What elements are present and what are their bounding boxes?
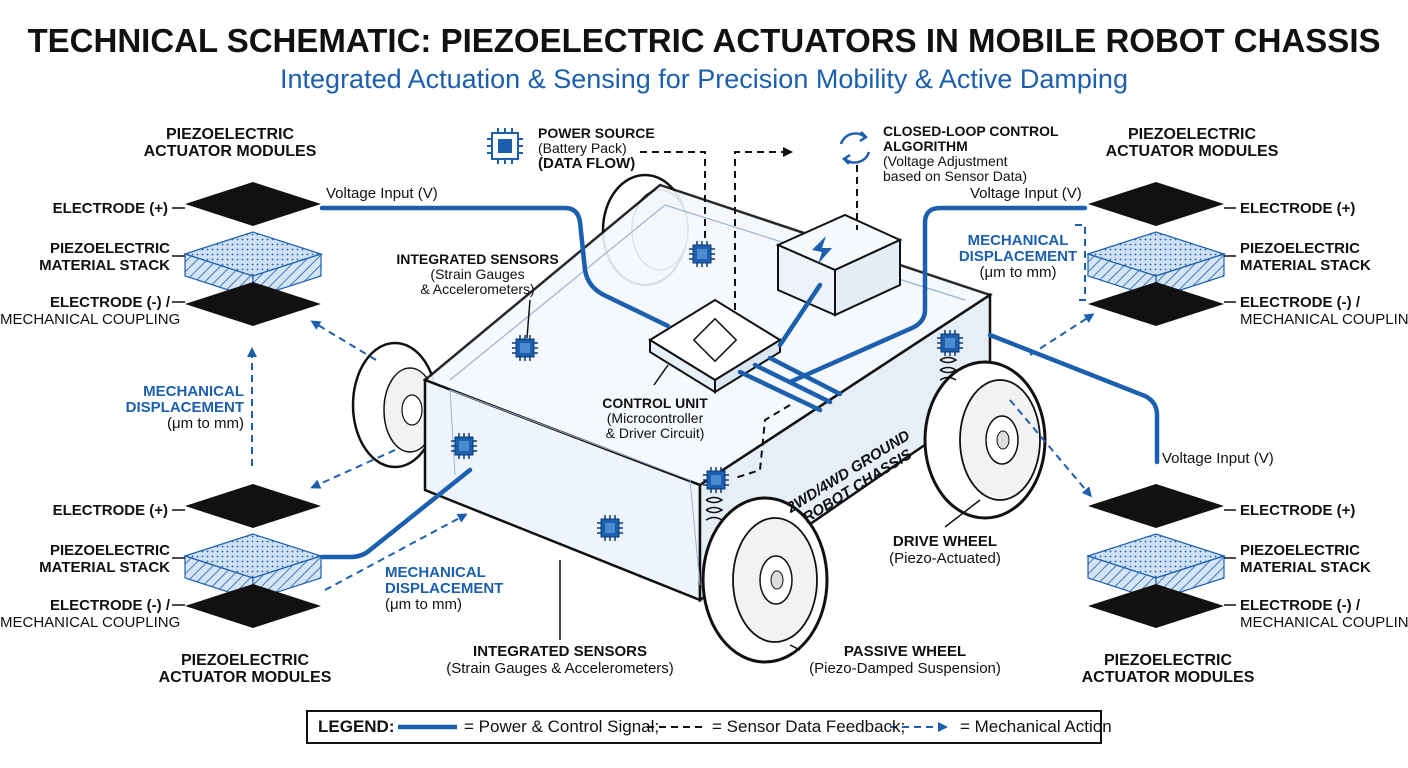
electrode-neg-label: ELECTRODE (-) /MECHANICAL COUPLING [1240, 597, 1408, 631]
legend-mechanical: = Mechanical Action [960, 717, 1112, 736]
robot-chassis [351, 173, 1047, 664]
stack-top-left [184, 181, 322, 327]
drive-wheel-graphic [923, 360, 1047, 520]
integrated-sensors-bottom-label: INTEGRATED SENSORS (Strain Gauges & Acce… [446, 643, 674, 677]
power-control-lines [319, 205, 1160, 560]
control-algorithm-label: CLOSED-LOOP CONTROL ALGORITHM (Voltage A… [883, 123, 1059, 184]
battery-pack [775, 213, 903, 317]
cpu-icon [487, 128, 523, 164]
sensor-feedback-lines [640, 147, 858, 479]
electrode-neg-label: ELECTRODE (-) /MECHANICAL COUPLING [0, 294, 181, 328]
voltage-input-label: Voltage Input (V) [326, 185, 438, 202]
electrode-neg-label: ELECTRODE (-) /MECHANICAL COUPLING [0, 597, 181, 631]
legend-power: = Power & Control Signal; [464, 717, 660, 736]
control-unit-board [648, 298, 782, 394]
legend-box [306, 710, 1102, 744]
legend-sensor: = Sensor Data Feedback; [712, 717, 906, 736]
refresh-cycle-icon [839, 131, 871, 165]
passive-wheel-graphic [701, 496, 829, 664]
electrode-pos-label: ELECTRODE (+) [52, 502, 168, 519]
drive-wheel-label: DRIVE WHEEL (Piezo-Actuated) [889, 533, 1001, 567]
page-title: TECHNICAL SCHEMATIC: PIEZOELECTRIC ACTUA… [27, 22, 1381, 59]
stack-top-right [1087, 181, 1225, 327]
electrode-pos-label: ELECTRODE (+) [1240, 502, 1356, 519]
legend-title: LEGEND: [318, 717, 395, 736]
stack-bottom-left [184, 483, 322, 629]
integrated-sensors-label: INTEGRATED SENSORS (Strain Gauges & Acce… [396, 251, 559, 297]
mechanical-action-lines [247, 224, 1095, 591]
stack-bottom-right [1087, 483, 1225, 629]
passive-wheel-label: PASSIVE WHEEL (Piezo-Damped Suspension) [809, 643, 1001, 677]
electrode-pos-label: ELECTRODE (+) [52, 200, 168, 217]
electrode-pos-label: ELECTRODE (+) [1240, 200, 1356, 217]
electrode-neg-label: ELECTRODE (-) /MECHANICAL COUPLING [1240, 294, 1408, 328]
voltage-input-label: Voltage Input (V) [1162, 450, 1274, 467]
mech-displacement-label: MECHANICAL DISPLACEMENT (μm to mm) [958, 232, 1078, 281]
mech-displacement-label: MECHANICAL DISPLACEMENT (μm to mm) [385, 564, 504, 613]
power-source-label: POWER SOURCE (Battery Pack) (DATA FLOW) [538, 125, 655, 172]
mech-displacement-label: MECHANICAL DISPLACEMENT (μm to mm) [125, 383, 244, 432]
page-subtitle: Integrated Actuation & Sensing for Preci… [280, 64, 1128, 94]
voltage-input-label: Voltage Input (V) [970, 185, 1082, 202]
control-unit-label: CONTROL UNIT (Microcontroller & Driver C… [602, 395, 708, 441]
